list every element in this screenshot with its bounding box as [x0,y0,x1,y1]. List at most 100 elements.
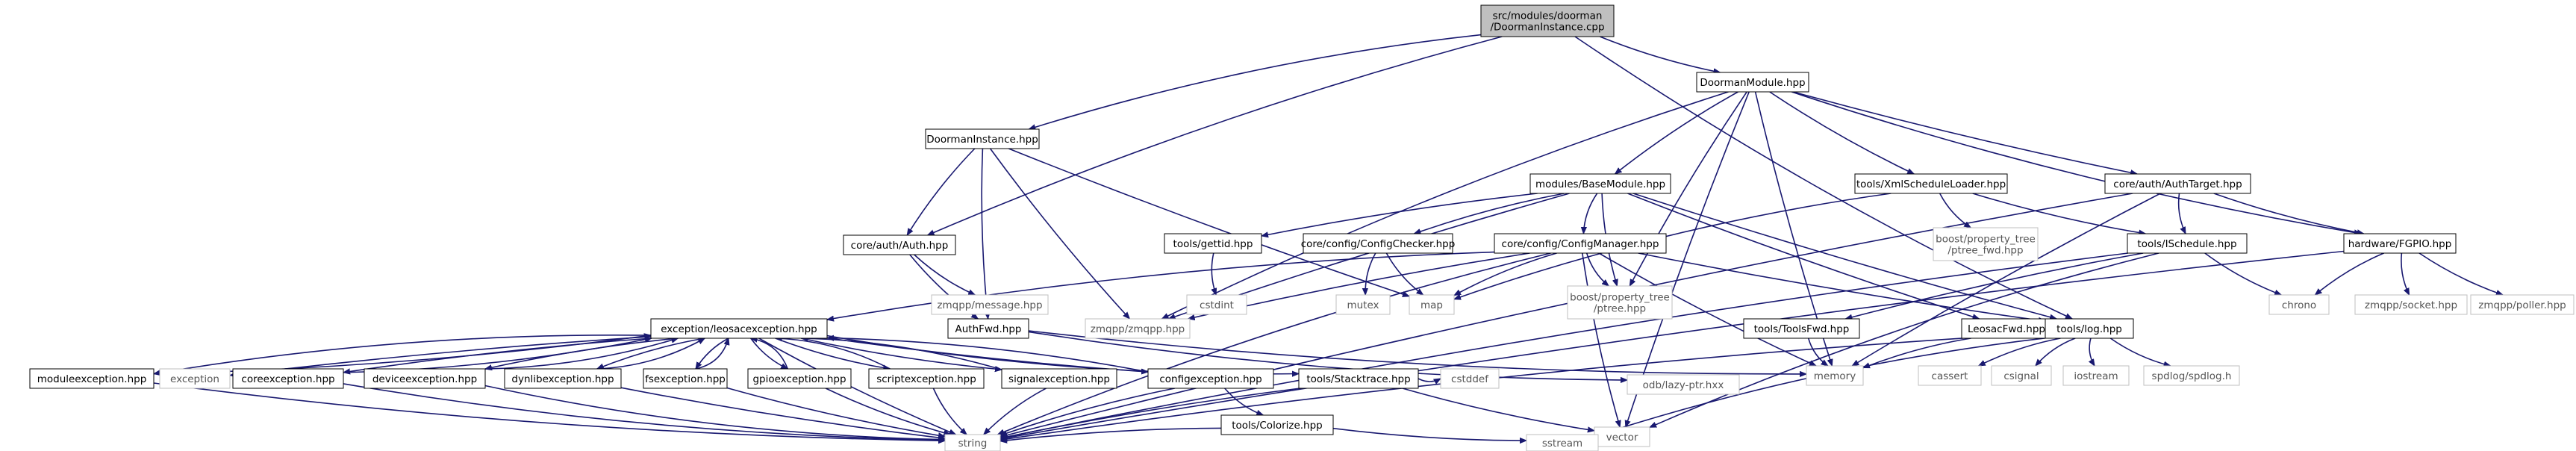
node-box [1001,368,1117,389]
edge-leosacexception-to-string [758,338,956,435]
node-zmqpp: zmqpp/zmqpp.hpp [1085,318,1191,339]
edge-root-to-DoormanInstance [1029,34,1482,129]
node-DoormanInstance[interactable]: DoormanInstance.hpp [925,128,1040,149]
node-scriptexception[interactable]: scriptexception.hpp [868,368,985,389]
node-box [1164,233,1262,254]
node-vector: vector [1594,426,1650,447]
node-Colorize[interactable]: tools/Colorize.hpp [1220,414,1334,435]
node-ToolsFwd[interactable]: tools/ToolsFwd.hpp [1743,318,1860,339]
edge-ConfigChecker-to-mutex [1365,252,1376,295]
node-label: string [958,438,988,450]
node-box [1480,4,1615,37]
node-spdlog: spdlog/spdlog.h [2143,365,2240,386]
node-dynlibexception[interactable]: dynlibexception.hpp [504,368,622,389]
node-ISchedule[interactable]: tools/ISchedule.hpp [2127,233,2248,254]
edge-ConfigManager-to-ptree [1585,252,1609,286]
edge-XmlScheduleLoader-to-map [1454,193,1892,299]
node-box [1918,365,1982,386]
node-label: zmqpp/zmqpp.hpp [1091,323,1185,335]
edge-log-to-csignal [2036,338,2076,366]
edge-AuthFwd-to-memory [1028,330,1806,374]
node-moduleexception[interactable]: moduleexception.hpp [29,368,155,389]
edge-gpioexception-to-leosacexception [751,338,789,370]
node-coreexception[interactable]: coreexception.hpp [232,368,344,389]
node-ConfigChecker[interactable]: core/config/ConfigChecker.hpp [1301,233,1456,254]
node-box [747,368,852,389]
edge-moduleexception-to-leosacexception [153,335,651,375]
node-root[interactable]: src/modules/doorman/DoormanInstance.cpp [1480,4,1615,37]
edge-LeosacFwd-to-memory [1863,338,1971,369]
node-label: core/config/ConfigChecker.hpp [1301,238,1456,250]
node-log[interactable]: tools/log.hpp [2045,318,2134,339]
node-label: tools/XmlScheduleLoader.hpp [1856,178,2006,190]
edge-log-to-iostream [2089,338,2095,366]
edge-configexception-to-leosacexception [827,338,1149,373]
edge-FGPIO-to-zmqpp_poller [2418,252,2503,295]
edge-Auth-to-zmqpp_message [914,254,976,296]
node-box [1085,318,1191,339]
node-label: map [1420,299,1443,311]
node-label: cstddef [1451,373,1489,385]
node-DoormanModule[interactable]: DoormanModule.hpp [1696,72,1809,93]
node-leosacexception[interactable]: exception/leosacexception.hpp [650,318,828,339]
node-Stacktrace[interactable]: tools/Stacktrace.hpp [1298,368,1419,389]
node-string: string [944,434,1001,451]
edge-leosacexception-to-scriptexception [775,338,891,369]
node-gpioexception[interactable]: gpioexception.hpp [747,368,852,389]
edge-Stacktrace-to-string [1000,388,1300,438]
node-LeosacFwd[interactable]: LeosacFwd.hpp [1961,318,2052,339]
node-box [2354,294,2468,315]
edge-DoormanInstance-to-zmqpp [989,148,1130,319]
node-ConfigManager[interactable]: core/config/ConfigManager.hpp [1494,233,1667,254]
node-label: core/auth/Auth.hpp [851,240,949,252]
node-signalexception[interactable]: signalexception.hpp [1001,368,1117,389]
edge-moduleexception-to-string [153,382,945,441]
node-label: deviceexception.hpp [372,373,477,385]
edge-scriptexception-to-leosacexception [776,338,891,370]
node-box [2343,233,2457,254]
node-XmlScheduleLoader[interactable]: tools/XmlScheduleLoader.hpp [1854,173,2008,194]
node-label: sstream [1542,438,1582,450]
edge-dynlibexception-to-leosacexception [596,338,705,370]
edge-leosacexception-to-gpioexception [750,338,788,370]
node-box [931,294,1049,315]
edge-XmlScheduleLoader-to-ISchedule [1972,193,2146,234]
node-box [1961,318,2052,339]
edge-DoormanInstance-to-Auth [906,148,976,235]
node-label: src/modules/doorman [1493,10,1603,22]
edge-ISchedule-to-vector [1650,252,2159,429]
node-AuthFwd[interactable]: AuthFwd.hpp [947,318,1029,339]
node-box [650,318,828,339]
node-box [1933,227,2039,261]
node-zmqpp_message: zmqpp/message.hpp [931,294,1049,315]
node-box [1567,285,1673,320]
node-mutex: mutex [1335,294,1391,315]
node-exception: exception [159,368,231,389]
node-label: chrono [2282,299,2316,311]
node-BaseModule[interactable]: modules/BaseModule.hpp [1529,173,1671,194]
node-zmqpp_socket: zmqpp/socket.hpp [2354,294,2468,315]
node-box [2104,173,2251,194]
node-box [2127,233,2248,254]
node-box [2470,294,2575,315]
node-box [1743,318,1860,339]
edge-ISchedule-to-ToolsFwd [1845,252,2144,319]
node-label: DoormanModule.hpp [1700,77,1805,89]
node-label: tools/ToolsFwd.hpp [1754,323,1850,335]
node-box [925,128,1040,149]
node-box [1409,294,1455,315]
edge-ConfigChecker-to-map [1385,252,1423,295]
node-deviceexception[interactable]: deviceexception.hpp [364,368,486,389]
edge-log-to-cassert [1979,338,2061,367]
node-FGPIO[interactable]: hardware/FGPIO.hpp [2343,233,2457,254]
node-label: zmqpp/message.hpp [937,299,1042,311]
node-fsexception[interactable]: fsexception.hpp [643,368,728,389]
edge-AuthTarget-to-string [1000,193,2133,437]
node-box [159,368,231,389]
node-gettid[interactable]: tools/gettid.hpp [1164,233,1262,254]
node-Auth[interactable]: core/auth/Auth.hpp [843,234,956,255]
node-label: core/auth/AuthTarget.hpp [2113,178,2242,190]
node-AuthTarget[interactable]: core/auth/AuthTarget.hpp [2104,173,2251,194]
node-configexception[interactable]: configexception.hpp [1147,368,1274,389]
edge-FGPIO-to-string [1000,250,2345,439]
